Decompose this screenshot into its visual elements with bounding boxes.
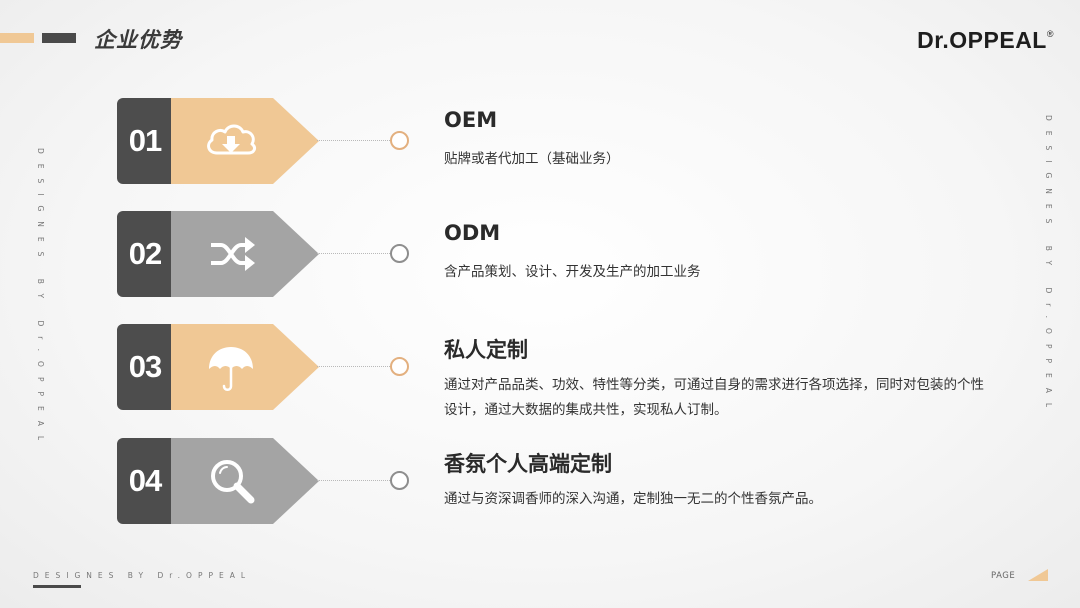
magnifier-icon: [211, 460, 255, 504]
item-description: 通过与资深调香师的深入沟通，定制独一无二的个性香氛产品。: [444, 491, 822, 507]
item-number: 04: [128, 463, 162, 498]
advantage-row-odm: 02 ODM 含产品策划、设计、开发及生产的加工业务: [117, 211, 997, 297]
footer-underline: [33, 585, 81, 588]
header-dark-bar: [42, 33, 76, 43]
arrow-tag: [171, 324, 319, 410]
arrow-tag: [171, 98, 319, 184]
side-text-right: DESIGNES BY Dr.OPPEAL: [1044, 115, 1053, 418]
page-title: 企业优势: [94, 28, 182, 52]
item-number: 02: [128, 236, 162, 271]
number-box: 02: [117, 211, 173, 297]
item-title: OEM: [444, 108, 498, 132]
connector-line: [317, 366, 390, 367]
ring-marker: [390, 244, 409, 263]
connector-line: [317, 480, 390, 481]
number-box: 01: [117, 98, 173, 184]
item-title: ODM: [444, 221, 501, 245]
ring-marker: [390, 357, 409, 376]
number-box: 04: [117, 438, 173, 524]
arrow-tag: [171, 211, 319, 297]
advantage-row-oem: 01 OEM 贴牌或者代加工（基础业务）: [117, 98, 997, 184]
item-title: 私人定制: [444, 338, 528, 362]
item-title: 香氛个人高端定制: [444, 452, 612, 476]
item-number: 03: [128, 349, 162, 384]
number-box: 03: [117, 324, 173, 410]
umbrella-icon: [209, 347, 253, 391]
item-description: 含产品策划、设计、开发及生产的加工业务: [444, 264, 701, 280]
ring-marker: [390, 131, 409, 150]
item-description: 贴牌或者代加工（基础业务）: [444, 151, 620, 167]
advantage-row-private-custom: 03 私人定制 通过对产品品类、功效、特性等分类，可通过自身的需求进行各项选择，…: [117, 324, 997, 418]
advantage-row-fragrance-custom: 04 香氛个人高端定制 通过与资深调香师的深入沟通，定制独一无二的个性香氛产品。: [117, 438, 997, 524]
cloud-download-icon: [207, 124, 257, 155]
connector-line: [317, 253, 390, 254]
side-text-left: DESIGNES BY Dr.OPPEAL: [36, 148, 45, 451]
brand-logo-text: Dr.OPPEAL: [917, 27, 1047, 53]
item-number: 01: [128, 123, 162, 158]
page-label: PAGE: [991, 571, 1016, 581]
header-accent-bar: [0, 33, 34, 43]
footer-text: DESIGNES BY Dr.OPPEAL: [33, 571, 252, 580]
ring-marker: [390, 471, 409, 490]
item-description: 通过对产品品类、功效、特性等分类，可通过自身的需求进行各项选择，同时对包装的个性…: [444, 377, 984, 418]
page-corner-triangle: [1028, 569, 1048, 581]
brand-logo: Dr.OPPEAL®: [917, 27, 1054, 54]
connector-line: [317, 140, 390, 141]
shuffle-icon: [211, 237, 255, 271]
arrow-tag: [171, 438, 319, 524]
registered-mark: ®: [1046, 29, 1054, 39]
